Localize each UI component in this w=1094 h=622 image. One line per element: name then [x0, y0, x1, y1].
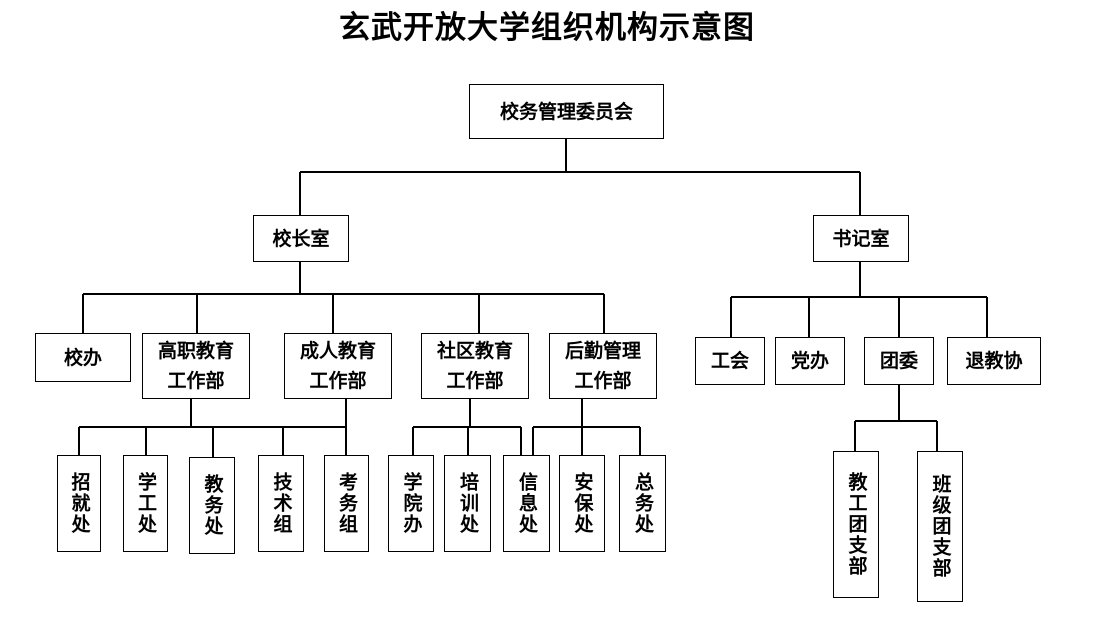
node-school-affairs-committee: 校务管理委员会: [469, 84, 664, 139]
node-secretary-office: 书记室: [813, 215, 909, 262]
node-principal-office: 校长室: [253, 215, 349, 262]
node-trade-union: 工会: [695, 337, 765, 385]
node-logistics-management-dept: 后勤管理工作部: [549, 333, 657, 399]
node-technology-group: 技术组: [258, 455, 304, 552]
node-vocational-education-dept: 高职教育工作部: [142, 333, 250, 399]
node-college-office: 学院办: [388, 455, 434, 552]
node-security-office: 安保处: [559, 455, 605, 552]
node-training-office: 培训处: [444, 455, 491, 552]
node-party-office: 党办: [775, 337, 845, 385]
node-academic-affairs-office: 教务处: [189, 457, 235, 554]
node-adult-education-dept: 成人教育工作部: [284, 333, 392, 399]
node-principal-admin: 校办: [35, 333, 131, 382]
node-student-affairs-office: 学工处: [123, 455, 168, 552]
node-community-education-dept: 社区教育工作部: [421, 333, 529, 399]
node-youth-league-committee: 团委: [864, 337, 934, 385]
node-admissions-employment-office: 招就处: [57, 455, 101, 552]
node-general-affairs-office: 总务处: [619, 455, 666, 552]
node-retired-teachers-association: 退教协: [947, 337, 1041, 385]
node-class-league-branch: 班级团支部: [917, 451, 963, 602]
diagram-title: 玄武开放大学组织机构示意图: [339, 10, 755, 46]
node-exam-affairs-group: 考务组: [324, 455, 369, 552]
node-staff-league-branch: 教工团支部: [833, 451, 879, 598]
node-information-office: 信息处: [503, 455, 550, 552]
